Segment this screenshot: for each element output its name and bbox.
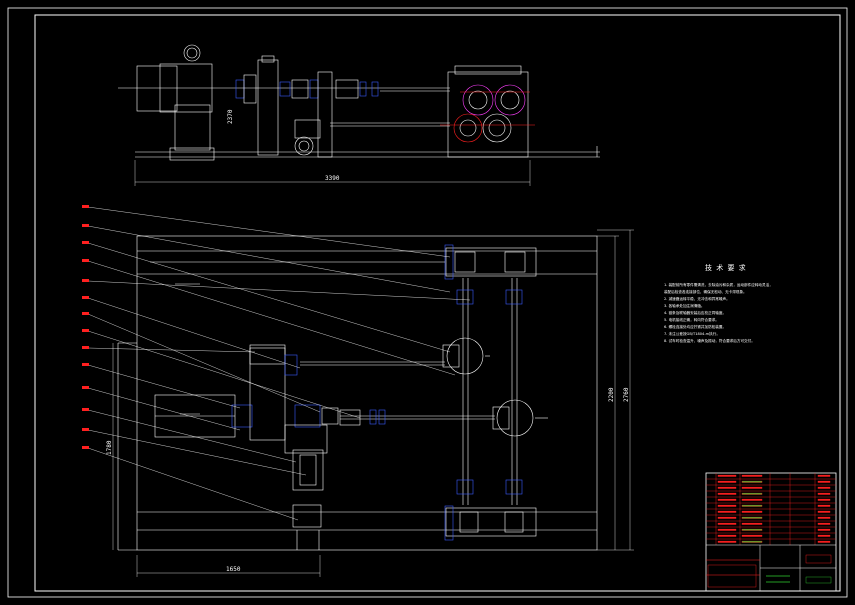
motor-plan	[154, 344, 361, 550]
note-item: 5. 电机接线正确，转向符合要求。	[664, 317, 719, 322]
title-block-cell-mark	[741, 540, 763, 543]
title-block-cell-mark	[741, 528, 763, 531]
dim-2200-label: 2200	[608, 387, 615, 402]
title-block-cell-mark	[817, 516, 831, 519]
title-block-cell-mark	[817, 480, 831, 483]
technical-notes-title: 技 术 要 求	[705, 263, 747, 272]
motor-elevation	[136, 44, 215, 161]
bevel-gearbox-upper	[442, 337, 490, 375]
title-block-cell-mark	[741, 486, 763, 489]
gearbox-elevation	[440, 65, 535, 158]
note-item: 7. 未注公差按GB/T1804-m执行。	[664, 331, 720, 336]
note-item: 4. 链条及联轴器安装后应校正同轴度。	[664, 310, 726, 315]
title-block-cell-mark	[741, 480, 763, 483]
title-block-cell-mark	[741, 534, 763, 537]
dim-2370-label: 2370	[227, 109, 234, 124]
title-block-cell-mark	[817, 534, 831, 537]
technical-notes-list: 1. 装配前所有零件需清洗，去除油污和杂质，运动部件应转动灵活， 装配后检查各连…	[664, 282, 773, 343]
couplings-elevation	[235, 55, 379, 158]
leader-markers	[82, 205, 89, 449]
title-block-cell-mark	[717, 480, 737, 483]
note-item: 装配后检查各连接部位，确保无松动、无卡滞现象。	[664, 289, 747, 294]
note-item: 3. 各轴承处加注润滑脂。	[664, 303, 705, 308]
note-item: 1. 装配前所有零件需清洗，去除油污和杂质，运动部件应转动灵活，	[664, 282, 773, 287]
inner-border	[34, 14, 841, 592]
title-block-cell-mark	[817, 528, 831, 531]
title-block-cell-mark	[717, 510, 737, 513]
title-block	[705, 472, 837, 592]
dim-2760-label: 2760	[623, 387, 630, 402]
shaft-couplings	[456, 289, 523, 495]
title-block-cell-mark	[817, 486, 831, 489]
dimension-top-length	[134, 160, 531, 186]
bevel-gearbox-lower	[492, 399, 548, 437]
title-block-cell-mark	[817, 474, 831, 477]
elevation-view	[118, 44, 600, 161]
title-block-cell-mark	[741, 510, 763, 513]
title-block-cell-mark	[741, 516, 763, 519]
title-block-cell-mark	[817, 522, 831, 525]
title-block-cell-mark	[741, 504, 763, 507]
title-block-cell-mark	[741, 474, 763, 477]
title-block-cell-mark	[717, 492, 737, 495]
title-block-cell-mark	[717, 540, 737, 543]
title-block-cell-mark	[717, 534, 737, 537]
dim-1650-label: 1650	[226, 566, 241, 573]
title-block-cell-mark	[817, 540, 831, 543]
dim-1780-label: 1780	[106, 440, 113, 455]
dim-3390-label: 3390	[325, 175, 340, 182]
title-block-cell-mark	[717, 504, 737, 507]
outer-border	[7, 7, 848, 598]
title-block-cell-mark	[717, 516, 737, 519]
title-block-cell-mark	[817, 498, 831, 501]
upper-reducer	[444, 244, 537, 280]
note-item: 8. 试车时检查温升、噪声及振动，符合要求后方可交付。	[664, 338, 755, 343]
note-item: 2. 减速器运转平稳，无冲击和异常噪声。	[664, 296, 730, 301]
lower-reducer	[444, 505, 537, 541]
frame-outer	[136, 235, 598, 551]
title-block-cell-mark	[817, 510, 831, 513]
title-block-cell-mark	[717, 474, 737, 477]
title-block-cell-mark	[717, 486, 737, 489]
title-block-cell-mark	[717, 522, 737, 525]
title-block-cell-mark	[741, 492, 763, 495]
note-item: 6. 螺栓连接处均应拧紧并加防松装置。	[664, 324, 726, 329]
plan-view	[117, 235, 598, 551]
title-block-cell-mark	[717, 528, 737, 531]
title-block-cell-mark	[741, 522, 763, 525]
title-block-cell-mark	[817, 492, 831, 495]
title-block-cell-mark	[817, 504, 831, 507]
title-block-cell-mark	[741, 498, 763, 501]
title-block-cell-mark	[717, 498, 737, 501]
plan-dimensions	[112, 229, 634, 577]
leader-lines	[87, 206, 471, 521]
